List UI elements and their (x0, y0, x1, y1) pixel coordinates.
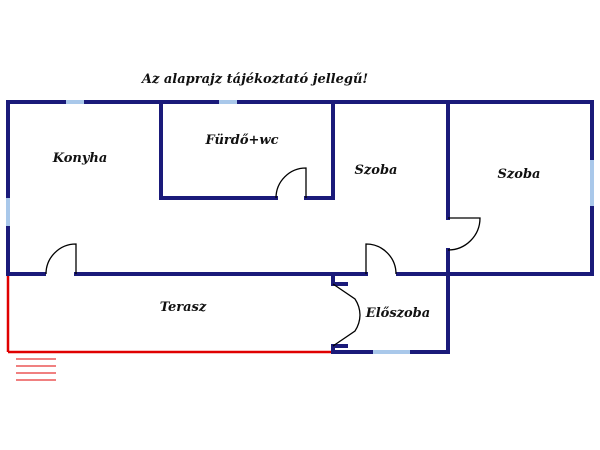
room-label-hall: Előszoba (365, 306, 430, 321)
room-label-room-right: Szoba (498, 167, 541, 182)
terrace-edge (6, 276, 331, 354)
room-label-room-middle: Szoba (355, 163, 398, 178)
room-label-bathroom: Fürdő+wc (204, 133, 278, 148)
windows (6, 100, 594, 354)
outer-walls (6, 100, 594, 276)
doors (45, 167, 481, 347)
disclaimer-note: Az alaprajz tájékoztató jellegű! (140, 72, 368, 87)
room-label-kitchen: Konyha (52, 151, 108, 166)
stairs-marks (16, 358, 56, 381)
room-label-terrace: Terasz (160, 300, 207, 315)
